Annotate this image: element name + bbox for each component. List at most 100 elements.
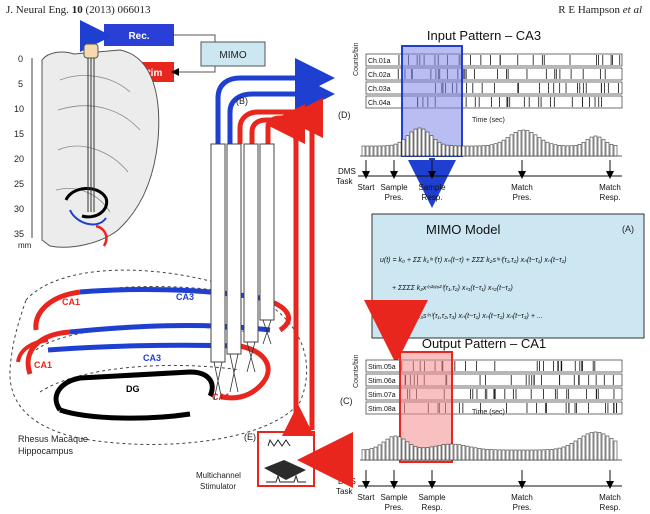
histogram-bar: [453, 443, 458, 461]
depth-unit: mm: [18, 241, 32, 250]
histogram-bar: [561, 145, 566, 157]
histogram-bar: [385, 438, 390, 461]
depth-axis: 0 5 10 15 20 25 30 35 mm: [14, 54, 33, 250]
rec-to-mimo-line: [174, 34, 216, 42]
histogram-bar: [445, 144, 450, 157]
histogram-bar: [481, 448, 486, 461]
histogram-bar: [537, 137, 542, 157]
histogram-bar: [409, 131, 414, 157]
stimulator-chip-icon: [264, 460, 306, 480]
histogram-bar: [573, 145, 578, 157]
histogram-bar: [469, 145, 474, 157]
channel-label: Stim.07a: [368, 392, 396, 399]
event-label: Match: [511, 183, 533, 192]
histogram-bar: [553, 448, 558, 461]
histogram-bar: [465, 445, 470, 461]
histogram-bar: [405, 135, 410, 157]
histogram-bar: [541, 449, 546, 461]
event-label: Start: [358, 183, 376, 192]
histogram-bar: [601, 139, 606, 157]
histogram-bar: [377, 444, 382, 461]
histogram-bar: [457, 444, 462, 461]
histogram-bar: [577, 144, 582, 157]
journal-name: J. Neural Eng.: [6, 4, 69, 16]
panel-c-label: (C): [340, 396, 353, 406]
stimulator-box: (E) Multichannel Stimulator: [196, 431, 315, 491]
input-counts-label: Counts/bin: [353, 42, 360, 76]
channel-label: Stim.06a: [368, 378, 396, 385]
histogram-bar: [569, 443, 574, 461]
histogram-bar: [485, 449, 490, 461]
task-label: DMS: [338, 167, 356, 176]
event-label: Sample: [380, 493, 408, 502]
mimo-equation-line: + ΣΣΣΣ k₂x⁽ⁿ¹ʷⁿ²⁾(τ₁,τ₂) xₙ₁(t−τ₁) xₙ₂(t…: [392, 284, 513, 292]
histogram-bar: [473, 447, 478, 461]
stimulator-caption: Stimulator: [200, 482, 236, 491]
histogram-bar: [429, 135, 434, 157]
histogram-bar: [605, 142, 610, 157]
panel-e-label: (E): [244, 432, 256, 442]
histogram-bar: [529, 132, 534, 157]
histogram-bar: [533, 449, 538, 461]
histogram-bar: [393, 435, 398, 461]
histogram-bar: [461, 145, 466, 157]
histogram-bar: [373, 446, 378, 461]
event-label: Start: [358, 493, 376, 502]
brain-atlas: [41, 43, 160, 248]
histogram-bar: [421, 447, 426, 461]
channel-label: Ch.04a: [368, 100, 391, 107]
event-label: Match: [599, 493, 621, 502]
histogram-bar: [477, 448, 482, 461]
histogram-bar: [529, 449, 534, 461]
histogram-bar: [513, 449, 518, 461]
histogram-bar: [441, 143, 446, 157]
mimo-to-stim-line: [171, 66, 216, 76]
histogram-bar: [409, 444, 414, 461]
pulse-train-icon: [267, 438, 291, 447]
electrode-array: (B): [210, 58, 335, 430]
histogram-bar: [593, 135, 598, 157]
histogram-bar: [449, 145, 454, 157]
mimo-small-label: MIMO: [219, 50, 246, 61]
histogram-bar: [577, 438, 582, 461]
ca1-label: CA1: [62, 297, 80, 307]
histogram-bar: [509, 449, 514, 461]
histogram-bar: [365, 449, 370, 461]
rec-label: Rec.: [128, 31, 149, 42]
histogram-bar: [505, 449, 510, 461]
histogram-bar: [521, 449, 526, 461]
output-counts-label: Counts/bin: [353, 354, 360, 388]
histogram-bar: [445, 443, 450, 461]
mimo-equation-line: u(t) = k₀ + ΣΣ k₁⁽ⁿ⁾(τ) xₙ(t−τ) + ΣΣΣ k₂…: [380, 256, 567, 264]
histogram-bar: [565, 445, 570, 461]
histogram-bar: [597, 432, 602, 461]
histogram-bar: [613, 145, 618, 157]
event-label: Pres.: [513, 193, 532, 202]
histogram-bar: [541, 139, 546, 157]
event-label: Resp.: [422, 193, 443, 202]
depth-tick: 35: [14, 229, 24, 239]
histogram-bar: [369, 145, 374, 157]
histogram-bar: [581, 142, 586, 157]
histogram-bar: [585, 433, 590, 461]
input-title: Input Pattern – CA3: [427, 28, 541, 43]
histogram-bar: [441, 444, 446, 461]
histogram-bar: [381, 441, 386, 461]
event-label: Sample: [418, 183, 446, 192]
panel-d-label: (D): [338, 110, 351, 120]
histogram-bar: [521, 129, 526, 157]
histogram-bar: [437, 141, 442, 157]
histogram-bar: [453, 145, 458, 157]
histogram-bar: [481, 145, 486, 157]
histogram-bar: [385, 145, 390, 157]
input-time-label: Time (sec): [472, 117, 505, 124]
histogram-bar: [477, 145, 482, 157]
histogram-bar: [517, 130, 522, 157]
output-histogram: [360, 431, 622, 461]
histogram-bar: [361, 449, 366, 461]
histogram-bar: [589, 136, 594, 157]
event-label: Resp.: [422, 503, 443, 512]
histogram-bar: [381, 145, 386, 157]
output-title: Output Pattern – CA1: [422, 336, 546, 351]
